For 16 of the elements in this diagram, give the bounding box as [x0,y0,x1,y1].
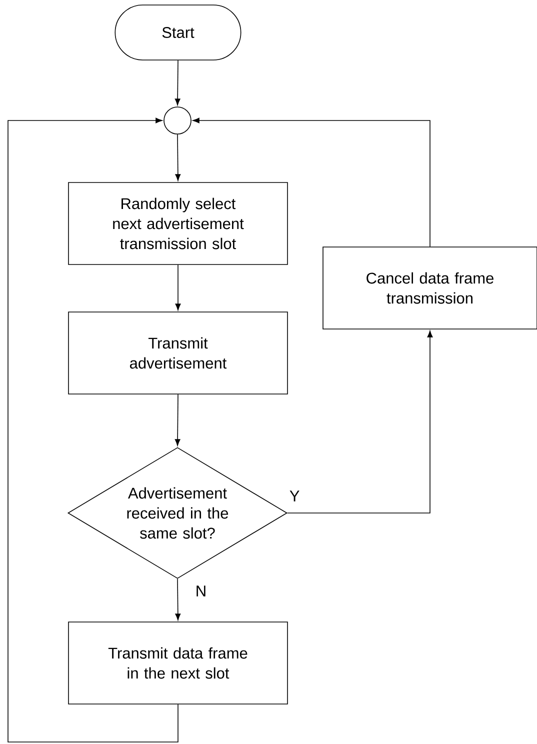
arrow [287,330,433,514]
process-box: Cancel data frame transmission [322,246,537,330]
edge-label: Y [288,490,301,502]
arrow [175,134,181,181]
junction-circle [164,106,192,134]
arrow [192,118,430,247]
process-box: Transmit advertisement [68,312,288,394]
process-box: Transmit data frame in the next slot [68,622,288,704]
arrow [175,578,181,620]
process-box: Randomly select next advertisement transmission slot [68,182,288,265]
arrow [175,264,181,310]
arrow [8,118,178,742]
arrow [174,60,180,106]
edge-label: N [194,584,208,598]
arrow [174,394,180,446]
start-terminal: Start [114,4,242,60]
